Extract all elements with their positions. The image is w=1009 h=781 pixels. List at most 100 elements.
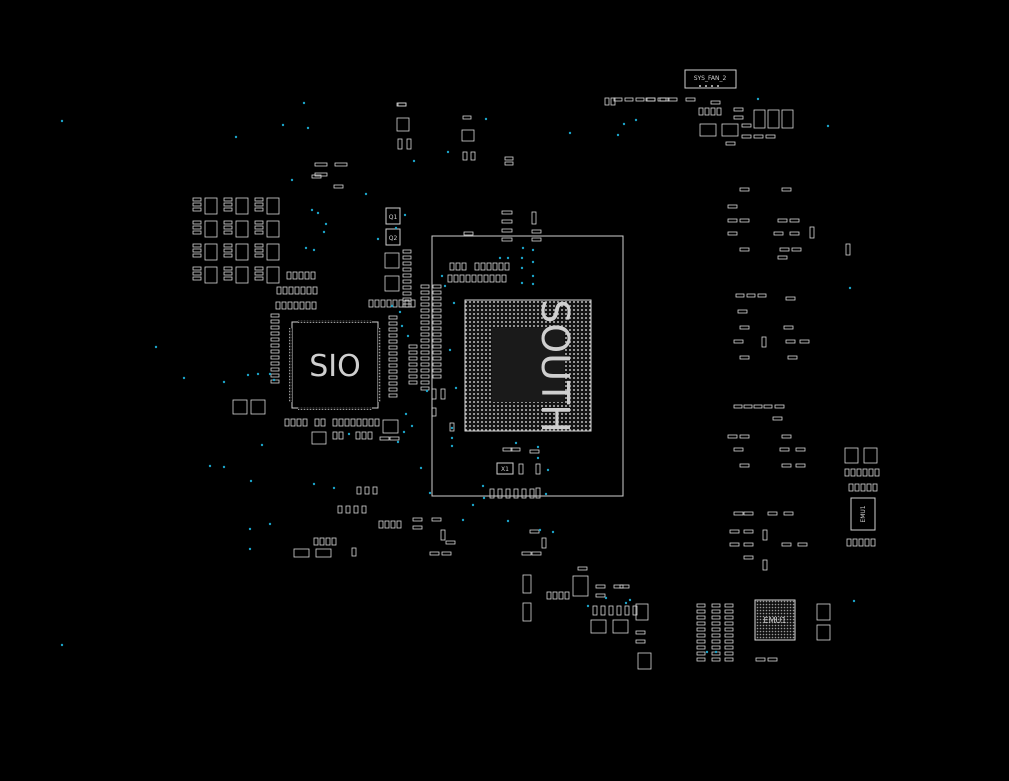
via (260, 443, 264, 447)
via (616, 133, 620, 137)
smd-pad (486, 262, 492, 271)
smd-pad (254, 220, 264, 225)
smd-pad (757, 293, 767, 298)
smd-pad (432, 308, 442, 313)
via (412, 159, 416, 163)
via (452, 301, 456, 305)
smd-pad (402, 249, 412, 254)
via (410, 424, 414, 428)
smd-pad (408, 344, 418, 349)
smd-pad (432, 320, 442, 325)
smd-pad (420, 314, 430, 319)
via (852, 599, 856, 603)
smd-pad (504, 262, 510, 271)
smd-pad (388, 381, 398, 386)
via (396, 440, 400, 444)
via (531, 274, 535, 278)
smd-pad (518, 463, 524, 475)
smd-pad (396, 117, 410, 132)
smd-pad (367, 431, 373, 440)
smd-pad (774, 404, 785, 409)
smd-pad (313, 537, 319, 546)
smd-pad (432, 362, 442, 367)
smd-pad (846, 538, 852, 547)
smd-pad (501, 210, 513, 215)
smd-pad (192, 207, 202, 212)
smd-pad (848, 483, 854, 492)
smd-pad (270, 337, 280, 342)
smd-pad (270, 367, 280, 372)
smd-pad (345, 505, 351, 514)
smd-pad (254, 225, 264, 230)
sio-pins-top (298, 320, 372, 323)
smd-pad (420, 356, 430, 361)
via (234, 135, 238, 139)
smd-pad (432, 290, 442, 295)
smd-pad (374, 299, 380, 308)
smd-pad (729, 542, 740, 547)
sys-fan-label: SYS_FAN_2 (694, 75, 727, 82)
smd-pad (477, 274, 483, 283)
smd-pad (420, 386, 430, 391)
via (248, 547, 252, 551)
smd-pad (727, 218, 738, 223)
mosfet-grid (192, 197, 280, 284)
via (312, 482, 316, 486)
via (520, 256, 524, 260)
smd-pad (546, 591, 552, 600)
smd-pad (779, 447, 790, 452)
smd-pad (204, 220, 218, 238)
smd-pad (266, 266, 280, 284)
smd-pad (711, 645, 721, 650)
smd-pad (864, 538, 870, 547)
smd-pad (761, 336, 767, 348)
smd-pad (254, 271, 264, 276)
via (268, 372, 272, 376)
smd-pad (845, 243, 851, 256)
smd-pad (429, 551, 440, 556)
via (568, 131, 572, 135)
smd-pad (302, 418, 308, 427)
smd-pad (270, 331, 280, 336)
smd-pad (356, 486, 362, 495)
via (403, 213, 407, 217)
via (222, 380, 226, 384)
smd-pad (504, 156, 514, 161)
smd-pad (379, 436, 390, 441)
smd-pad (420, 302, 430, 307)
smd-pad (608, 605, 614, 616)
via (546, 468, 550, 472)
smd-pad (384, 252, 400, 269)
smd-pad (275, 301, 281, 310)
smd-pad (739, 218, 750, 223)
via (482, 496, 486, 500)
smd-pad (402, 273, 412, 278)
smd-pad (765, 134, 776, 139)
smd-pad (724, 645, 734, 650)
smd-pad (733, 447, 744, 452)
smd-pad (420, 374, 430, 379)
smd-pad (299, 301, 305, 310)
via (248, 527, 252, 531)
via (705, 650, 709, 654)
smd-pad (412, 525, 423, 530)
smd-pad (223, 276, 233, 281)
smd-pad (192, 276, 202, 281)
smd-pad (432, 356, 442, 361)
smd-pad (558, 591, 564, 600)
via (256, 372, 260, 376)
smd-pad (338, 431, 344, 440)
smd-pad (408, 350, 418, 355)
smd-pad (368, 299, 374, 308)
smd-pad (474, 262, 480, 271)
smd-pad (374, 418, 380, 427)
smd-pad (610, 97, 616, 106)
smd-pad (388, 393, 398, 398)
smd-pad (783, 325, 794, 330)
smd-pad (361, 505, 367, 514)
emu-qfn-chip (754, 599, 796, 641)
sio-label: SIO (309, 349, 361, 384)
smd-pad (432, 302, 442, 307)
via (506, 519, 510, 523)
smd-pad (192, 243, 202, 248)
